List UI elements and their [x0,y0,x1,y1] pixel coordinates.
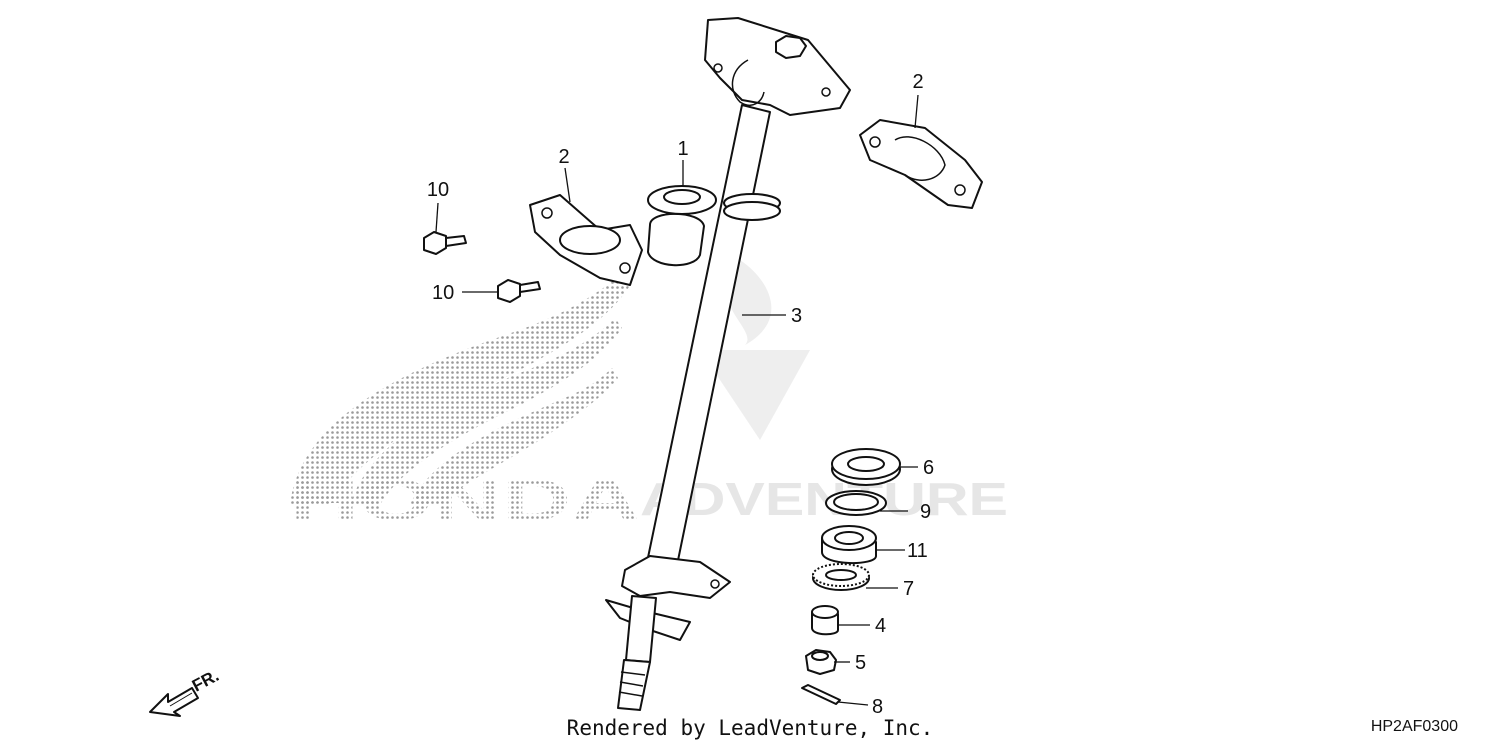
steering-shaft-part [605,17,851,711]
watermark-brand-text: HONDA [290,468,640,533]
front-direction-indicator: FR. [149,666,222,717]
castle-nut-part [805,649,837,675]
render-credit: Rendered by LeadVenture, Inc. [566,716,934,740]
shaft-holder-right-part [859,119,983,209]
callout-3: 3 [791,305,802,327]
callout-11: 11 [907,540,928,562]
dust-seal-part [831,448,901,486]
bearing-part [821,525,877,565]
callout-8: 8 [872,696,883,718]
callout-4: 4 [875,615,886,637]
callout-2-right: 2 [912,71,923,93]
callout-1: 1 [677,138,688,160]
o-ring-part [825,490,887,516]
callout-10-upper: 10 [427,179,449,201]
honda-wing-watermark: HONDA [290,275,640,533]
flange-bolt-lower-part [497,279,541,303]
collar-part [811,605,839,636]
leader-lines [435,94,919,706]
callout-6: 6 [923,457,934,479]
shaft-holder-left-part [529,194,643,286]
diagram-code: HP2AF0300 [1370,718,1458,735]
cotter-pin-part [801,684,841,705]
bushing-part [647,185,717,267]
callout-labels: 1 2 2 3 4 5 6 7 8 9 10 10 11 [427,71,934,718]
oil-seal-part [812,563,870,591]
callout-2-left: 2 [558,146,569,168]
leadventure-watermark: ADVENTURE [640,260,1008,525]
callout-7: 7 [903,578,914,600]
callout-5: 5 [855,652,866,674]
watermark-dealer-text: ADVENTURE [640,473,1008,525]
callout-9: 9 [920,501,931,523]
flange-bolt-upper-part [423,231,467,255]
front-arrow-icon [149,687,199,717]
callout-10-lower: 10 [432,282,454,304]
